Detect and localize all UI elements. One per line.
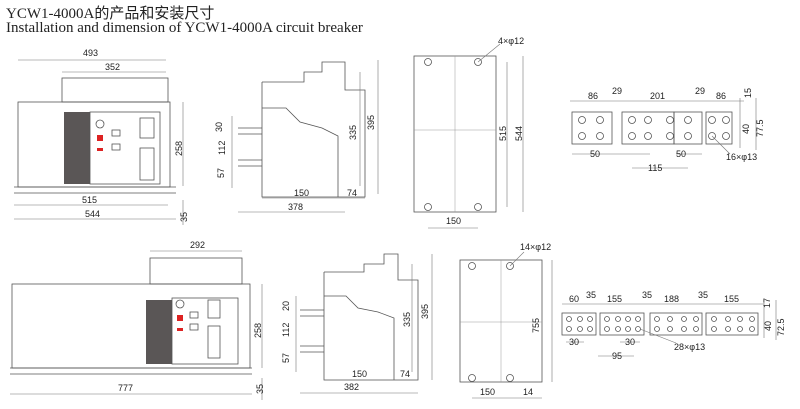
dim-515: 515 (82, 195, 97, 205)
dim-20: 20 (281, 301, 291, 311)
dim-493: 493 (83, 48, 98, 58)
dim-35: 35 (179, 212, 189, 222)
dim-30b: 30 (625, 337, 635, 347)
dim-74: 74 (400, 369, 410, 379)
dim-50a: 50 (590, 149, 600, 159)
dim-35: 35 (255, 384, 265, 394)
terminal-holes (578, 116, 730, 140)
holes-4xphi12: 4×φ12 (498, 36, 524, 46)
bottom-base-view: 14×φ12 755 150 14 (459, 242, 553, 399)
dim-378: 378 (288, 202, 303, 212)
dim-74: 74 (347, 188, 357, 198)
dim-14: 14 (523, 387, 533, 397)
terminal-holes (566, 316, 755, 332)
top-side-view: 30 112 57 335 395 150 74 378 (214, 60, 379, 213)
dim-77-5: 77.5 (755, 119, 765, 137)
dim-544: 544 (514, 126, 524, 141)
dim-40: 40 (763, 321, 773, 331)
holes-14xphi12: 14×φ12 (520, 242, 551, 252)
dim-35b: 35 (642, 290, 652, 300)
dim-35a: 35 (586, 290, 596, 300)
dim-258: 258 (253, 323, 263, 338)
title-chinese: YCW1-4000A的产品和安装尺寸 (6, 6, 215, 22)
dim-544: 544 (85, 209, 100, 219)
dim-755: 755 (531, 318, 541, 333)
dim-40: 40 (741, 124, 751, 134)
dim-86b: 86 (716, 91, 726, 101)
dim-29a: 29 (612, 86, 622, 96)
dim-515: 515 (498, 126, 508, 141)
dim-30: 30 (214, 122, 224, 132)
dim-17: 17 (762, 298, 772, 308)
dim-57: 57 (216, 168, 226, 178)
dim-382: 382 (344, 382, 359, 392)
dim-258: 258 (174, 141, 184, 156)
dim-60: 60 (569, 294, 579, 304)
holes-28xphi13: 28×φ13 (674, 342, 705, 352)
dim-155a: 155 (607, 294, 622, 304)
top-base-view: 4×φ12 515 544 150 (413, 36, 524, 229)
dim-15: 15 (743, 88, 753, 98)
dim-86a: 86 (588, 91, 598, 101)
dim-115: 115 (648, 163, 662, 173)
dim-155b: 155 (724, 294, 739, 304)
dim-35c: 35 (698, 290, 708, 300)
dim-352: 352 (105, 62, 120, 72)
top-terminal-view: 86 29 201 29 86 15 40 77.5 50 50 115 16×… (570, 86, 765, 173)
dim-150: 150 (446, 216, 461, 226)
bottom-front-view: 292 258 777 35 (10, 240, 265, 400)
dim-95: 95 (612, 351, 622, 361)
title-english: Installation and dimension of YCW1-4000A… (6, 20, 363, 36)
dim-112: 112 (217, 141, 227, 155)
dim-72-5: 72.5 (776, 318, 786, 336)
bottom-side-view: 20 112 57 335 395 150 74 382 (281, 253, 433, 394)
dim-777: 777 (118, 383, 133, 393)
dim-150: 150 (480, 387, 495, 397)
dim-150: 150 (352, 369, 367, 379)
dim-150: 150 (294, 188, 309, 198)
dim-57: 57 (281, 353, 291, 363)
dim-29b: 29 (695, 86, 705, 96)
dim-395: 395 (420, 304, 430, 319)
dim-201: 201 (650, 91, 665, 101)
dim-30a: 30 (569, 337, 579, 347)
top-front-view: 493 352 258 515 544 35 (14, 48, 189, 225)
dim-395: 395 (366, 115, 376, 130)
bottom-terminal-view: 60 35 155 35 188 35 155 17 40 72.5 30 30… (561, 290, 786, 361)
dim-292: 292 (190, 240, 205, 250)
dim-335: 335 (402, 312, 412, 327)
dim-112: 112 (281, 323, 291, 337)
dim-335: 335 (348, 125, 358, 140)
holes-16xphi13: 16×φ13 (726, 152, 757, 162)
dim-50b: 50 (676, 149, 686, 159)
dim-188: 188 (664, 294, 679, 304)
